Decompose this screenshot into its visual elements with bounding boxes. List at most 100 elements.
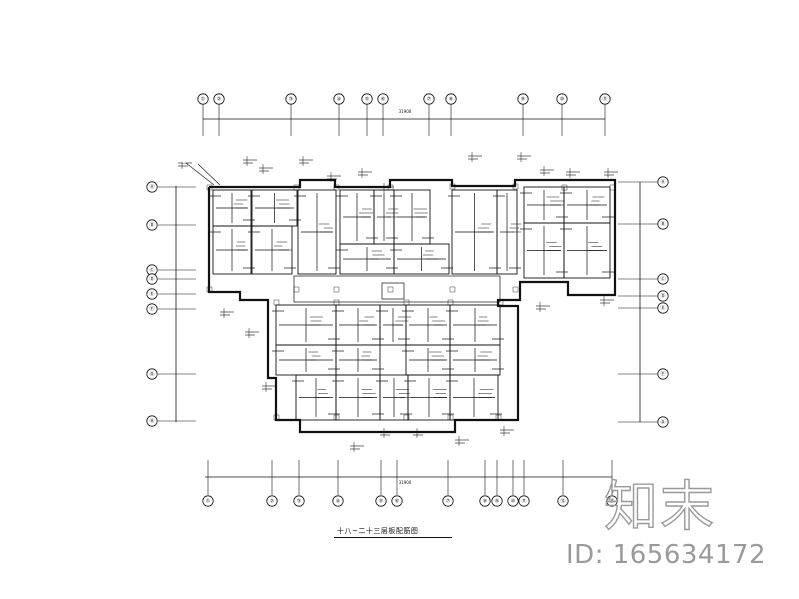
room-wall bbox=[449, 374, 499, 421]
bottom-axis-bubble-circle bbox=[491, 495, 503, 507]
bottom-axis-bubble-label: ⑧ bbox=[483, 498, 488, 504]
bottom-axis-bubble-circle bbox=[375, 495, 387, 507]
left-axis-bubble-circle bbox=[146, 303, 158, 315]
column bbox=[561, 184, 568, 191]
right-axis-bubble-label: Ⓔ bbox=[660, 304, 665, 311]
column bbox=[333, 286, 340, 293]
top-axis-bubble-label: ⑪ bbox=[602, 95, 607, 102]
detail-callout-leader bbox=[197, 163, 221, 186]
bottom-axis-bubble-circle bbox=[606, 495, 618, 507]
bottom-axis-bubble-label: ① bbox=[206, 498, 211, 504]
bottom-axis-bubble-label: ④ bbox=[336, 498, 341, 504]
right-axis-bubble-circle bbox=[657, 176, 669, 188]
column bbox=[495, 414, 502, 421]
right-axis-bubble-label: Ⓐ bbox=[660, 178, 665, 185]
top-axis-bubble-label: ⑦ bbox=[427, 96, 432, 102]
left-axis-bubble-circle bbox=[146, 181, 158, 193]
side-dimension-lines bbox=[158, 181, 660, 423]
top-axis-bubble-circle bbox=[285, 93, 297, 105]
bottom-axis-bubble-label: ⑤ bbox=[379, 498, 383, 504]
left-axis-bubble-label: Ⓓ bbox=[149, 275, 154, 282]
right-axis-bubble-label: Ⓓ bbox=[660, 292, 665, 299]
left-axis-bubble-circle bbox=[146, 415, 158, 427]
bottom-axis-bubble-circle bbox=[507, 495, 519, 507]
left-axis-bubble-label: Ⓔ bbox=[149, 290, 154, 297]
bottom-axis-bubble-label: ② bbox=[270, 498, 275, 504]
bottom-axis-bubble-circle bbox=[266, 495, 278, 507]
bottom-axis-bubble-label: ⑫ bbox=[560, 497, 565, 504]
column bbox=[333, 184, 340, 191]
top-axis-bubble-circle bbox=[556, 93, 568, 105]
right-axis-bubble-label: Ⓕ bbox=[660, 370, 665, 377]
column bbox=[273, 414, 280, 421]
top-axis-bubble-circle bbox=[213, 93, 225, 105]
bottom-axis-bubble-circle bbox=[442, 495, 454, 507]
column bbox=[512, 183, 519, 190]
top-axis-bubble-circle bbox=[517, 93, 529, 105]
right-axis-bubble-circle bbox=[657, 218, 669, 230]
right-axis-bubble-circle bbox=[657, 416, 669, 428]
column bbox=[403, 299, 410, 306]
bottom-axis-bubble-label: ⑬ bbox=[609, 497, 614, 504]
right-axis-bubble-circle bbox=[657, 368, 669, 380]
left-axis-bubble-label: Ⓐ bbox=[149, 183, 154, 190]
stair-wall bbox=[381, 282, 405, 300]
right-axis-bubbles: Ⓐ Ⓑ Ⓒ Ⓓ Ⓔ Ⓕ Ⓖ bbox=[657, 176, 669, 428]
top-axis-bubble-circle bbox=[197, 93, 209, 105]
top-axis-bubble-circle bbox=[599, 93, 611, 105]
room-wall bbox=[297, 189, 337, 275]
column bbox=[273, 299, 280, 306]
detail-callout-leader bbox=[185, 162, 215, 186]
column bbox=[609, 184, 616, 191]
left-axis-bubble-label: Ⓑ bbox=[149, 221, 154, 228]
right-axis-bubble-circle bbox=[657, 302, 669, 314]
column bbox=[293, 184, 300, 191]
right-axis-bubble-label: Ⓑ bbox=[660, 220, 665, 227]
bottom-axis-bubble-circle bbox=[202, 495, 214, 507]
top-axis-bubble-circle bbox=[361, 93, 373, 105]
bottom-axis-bubble-label: ⑦ bbox=[446, 498, 451, 504]
top-axis-bubble-label: ③ bbox=[289, 96, 293, 102]
column bbox=[449, 286, 456, 293]
left-axis-bubble-label: Ⓒ bbox=[149, 266, 154, 273]
room-wall bbox=[393, 243, 450, 275]
room-wall bbox=[563, 222, 611, 279]
bottom-axis-bubble-label: ⑥ bbox=[395, 498, 400, 504]
top-total-dimension: 31900 bbox=[399, 109, 412, 114]
drawing-title-underline bbox=[334, 537, 452, 538]
bottom-axis-bubble-label: ⑨ bbox=[495, 498, 499, 504]
right-axis-bubble-label: Ⓒ bbox=[660, 275, 665, 282]
top-axis-bubble-label: ④ bbox=[337, 96, 342, 102]
corridor-wall bbox=[293, 275, 501, 303]
bottom-axis-bubble-circle bbox=[557, 495, 569, 507]
drawing-title: 十八~二十三层板配筋图 bbox=[337, 527, 419, 535]
top-axis-bubble-circle bbox=[445, 93, 457, 105]
floor-plan-walls bbox=[206, 178, 617, 434]
top-axis-bubble-circle bbox=[333, 93, 345, 105]
bottom-axis-bubble-label: ⑪ bbox=[521, 497, 526, 504]
rebar-annotations bbox=[178, 152, 618, 452]
column bbox=[447, 414, 454, 421]
column bbox=[449, 183, 456, 190]
left-axis-bubble-circle bbox=[146, 288, 158, 300]
bottom-dimension-lines bbox=[205, 460, 613, 495]
top-axis-bubble-label: ⑤ bbox=[365, 96, 369, 102]
left-axis-bubble-circle bbox=[146, 219, 158, 231]
top-axis-bubble-circle bbox=[377, 93, 389, 105]
top-axis-bubble-label: ② bbox=[217, 96, 222, 102]
exterior-wall bbox=[207, 178, 617, 434]
detail-callout bbox=[181, 157, 187, 163]
column bbox=[333, 414, 340, 421]
left-axis-bubble-label: Ⓕ bbox=[149, 305, 154, 312]
left-axis-bubble-circle bbox=[146, 273, 158, 285]
watermark-id: ID: 165634172 bbox=[566, 540, 767, 570]
left-axis-bubble-label: Ⓖ bbox=[149, 370, 154, 377]
bottom-axis-bubble-label: ③ bbox=[297, 498, 301, 504]
watermark-logo: 知末 bbox=[603, 474, 716, 538]
column bbox=[403, 414, 410, 421]
column bbox=[447, 299, 454, 306]
right-axis-bubble-label: Ⓖ bbox=[660, 418, 665, 425]
top-axis-bubble-label: ⑥ bbox=[381, 96, 386, 102]
